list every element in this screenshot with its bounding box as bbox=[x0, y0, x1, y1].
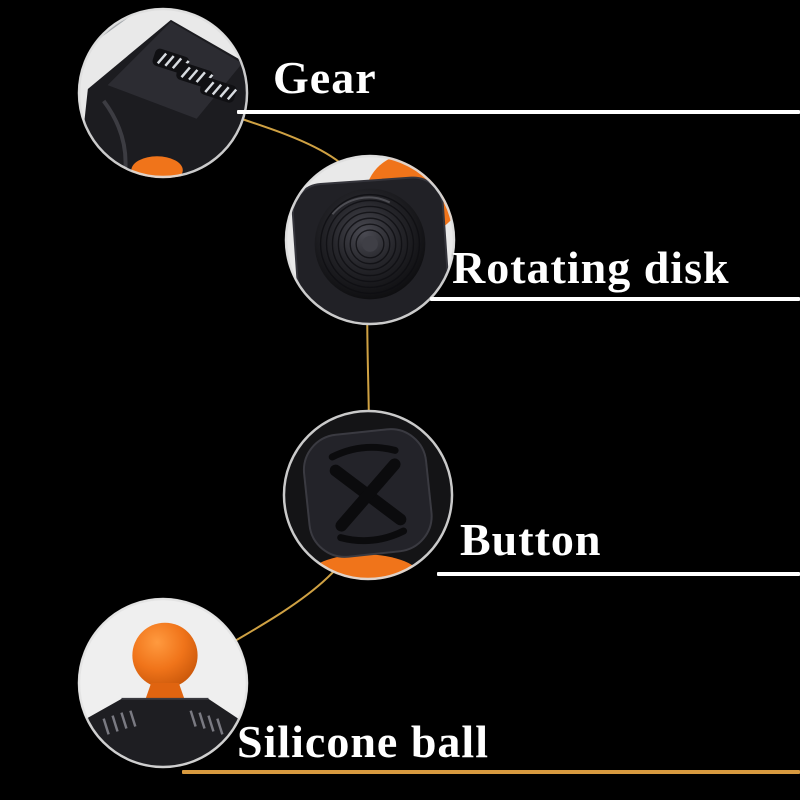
cube-ridges-left bbox=[102, 710, 137, 735]
feature-label-silicone-ball: Silicone ball bbox=[237, 716, 489, 767]
silicone-ball-photo bbox=[77, 597, 249, 769]
feature-underline-gear bbox=[237, 110, 800, 114]
rotating-disk-photo bbox=[284, 154, 456, 326]
photo-rim bbox=[77, 7, 249, 179]
feature-underline-button bbox=[437, 572, 800, 576]
callout-rotating-disk bbox=[283, 153, 457, 327]
button-face bbox=[302, 428, 433, 558]
cube-ridges-right bbox=[189, 710, 224, 735]
top-groove bbox=[328, 443, 399, 461]
rotating-disk-shape bbox=[314, 188, 426, 300]
gear-photo bbox=[77, 7, 249, 179]
photo-rim bbox=[77, 597, 249, 769]
ball-stem bbox=[144, 683, 186, 703]
side-groove bbox=[102, 99, 128, 169]
callout-gear bbox=[76, 6, 250, 180]
connector-path bbox=[162, 92, 372, 684]
bottom-groove bbox=[337, 527, 408, 545]
callout-button bbox=[281, 408, 455, 582]
feature-label-gear: Gear bbox=[273, 52, 377, 103]
gear-ridges bbox=[152, 48, 238, 103]
button-x-groove bbox=[329, 458, 407, 532]
silicone-ball-shape bbox=[132, 622, 198, 703]
callout-silicone-ball bbox=[76, 596, 250, 770]
feature-label-rotating-disk: Rotating disk bbox=[452, 242, 730, 293]
button-photo bbox=[282, 409, 454, 581]
photo-rim bbox=[284, 154, 456, 326]
feature-underline-silicone-ball bbox=[182, 770, 800, 774]
cube-body bbox=[77, 698, 249, 769]
photo-rim bbox=[282, 409, 454, 581]
feature-label-button: Button bbox=[460, 514, 602, 565]
feature-underline-rotating-disk bbox=[430, 297, 800, 301]
